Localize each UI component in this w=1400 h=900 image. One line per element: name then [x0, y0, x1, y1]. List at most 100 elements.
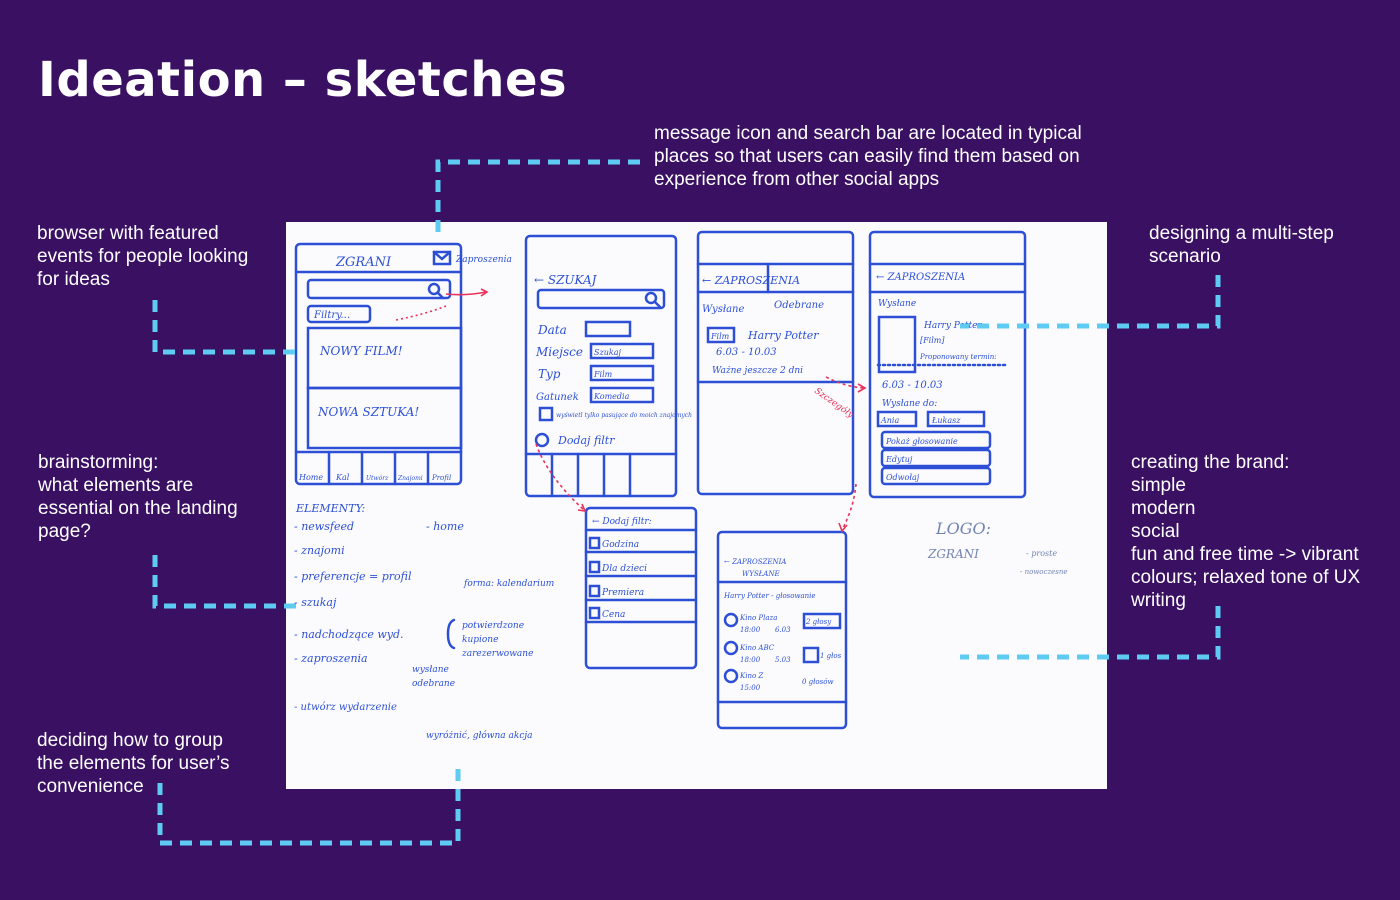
- sketch-s6-row0-time: 18:00: [740, 626, 761, 634]
- sketch-s5-opt-0: Godzina: [602, 540, 639, 550]
- sketch-s3-tab-0: Wysłane: [702, 304, 744, 315]
- connector-brand: [960, 606, 1221, 660]
- sketch-s5-opt-2: Premiera: [601, 588, 644, 598]
- sketch-s6-sub: WYSŁANE: [742, 570, 780, 578]
- sketch-screen-search: [524, 234, 678, 498]
- sketch-s6-row2-time: 15:00: [740, 684, 761, 692]
- sketch-s1-invites: Zaproszenia: [455, 255, 512, 265]
- sketch-element-note-0: - home: [426, 520, 464, 533]
- sketch-s1-nav-0: Home: [298, 473, 323, 482]
- sketch-element-note-6: odebrane: [412, 679, 455, 689]
- sketch-logo-note-0: - proste: [1026, 549, 1057, 558]
- sketch-element-note-7: wyróżnić, główna akcja: [426, 730, 533, 741]
- sketch-element-3: - szukaj: [294, 596, 337, 609]
- sketch-logo-label: LOGO:: [935, 519, 991, 538]
- sketch-s2-row-3: Gatunek: [536, 392, 579, 403]
- sketch-s3-tab-1: Odebrane: [774, 300, 824, 311]
- connector-browser: [152, 300, 295, 355]
- connector-brainstorming: [152, 555, 300, 609]
- sketch-logo-name: ZGRANI: [927, 547, 979, 561]
- sketch-s1-nav-3: Znajomi: [397, 475, 423, 482]
- sketch-element-0: - newsfeed: [294, 520, 354, 533]
- sketch-s6-row0-date: 6.03: [775, 626, 791, 634]
- sketch-s3-note: Ważne jeszcze 2 dni: [712, 366, 803, 376]
- connector-message-search: [435, 159, 640, 240]
- sketch-s1-nav-4: Profil: [431, 474, 451, 482]
- sketch-s2-val-3: Komedia: [593, 392, 630, 401]
- sketch-s1-nav-1: Kal: [335, 473, 350, 482]
- sketch-s4-proposed: Proponowany termin:: [919, 353, 997, 361]
- sketch-s6-row2-votes: 0 głosów: [802, 678, 833, 686]
- sketch-s4-person-0: Ania: [880, 416, 899, 425]
- note-multistep: designing a multi-step scenario: [1149, 223, 1334, 267]
- sketch-s1-card2: NOWA SZTUKA!: [317, 405, 419, 419]
- sketch-elements-title: ELEMENTY:: [295, 502, 365, 515]
- sketch-s4-person-1: Łukasz: [931, 416, 961, 425]
- sketch-element-5: - zaproszenia: [294, 652, 368, 665]
- sketch-s3-title: Harry Potter: [747, 329, 819, 342]
- sketch-s6-row2-place: Kino Z: [739, 672, 763, 680]
- sketch-s6-title: Harry Potter - głosowanie: [723, 592, 816, 600]
- sketch-s6-row0-votes: 2 głosy: [805, 618, 832, 626]
- sketch-screen-voting: [716, 530, 848, 730]
- sketch-s1-nav-2: Utwórz: [366, 475, 389, 482]
- sketch-s4-tag: [Film]: [920, 336, 945, 345]
- sketch-element-1: - znajomi: [294, 544, 345, 557]
- sketch-s3-header: ← ZAPROSZENIA: [702, 274, 800, 287]
- sketch-screen-invitation-details: [868, 230, 1027, 499]
- sketch-s3-tag: Film: [710, 332, 730, 341]
- sketch-s6-header: ← ZAPROSZENIA: [724, 558, 786, 566]
- sketch-element-note-4: zarezerwowane: [461, 649, 533, 659]
- sketch-s4-header: ← ZAPROSZENIA: [876, 272, 965, 283]
- sketch-s4-title: Harry Potter: [923, 321, 982, 331]
- sketch-s5-opt-1: Dla dzieci: [601, 564, 647, 574]
- sketch-element-note-5: wysłane: [412, 665, 449, 675]
- sketch-s6-row1-date: 5.03: [775, 656, 791, 664]
- sketch-screen-add-filter: [584, 506, 698, 670]
- sketch-element-4: - nadchodzące wyd.: [294, 628, 404, 641]
- sketch-s4-btn-2: Odwołaj: [886, 473, 920, 482]
- sketch-s6-row1-votes: 1 głos: [820, 652, 842, 660]
- note-message-search: message icon and search bar are located …: [654, 123, 1082, 190]
- sketch-s5-header: ← Dodaj filtr:: [592, 517, 652, 527]
- sketch-s4-sent-to: Wysłane do:: [882, 399, 937, 409]
- note-brainstorming: brainstorming: what elements are essenti…: [38, 452, 238, 542]
- sketch-s4-btn-0: Pokaż głosowanie: [885, 437, 958, 446]
- sketch-s3-dates: 6.03 - 10.03: [716, 347, 777, 358]
- sketch-element-6: - utwórz wydarzenie: [294, 702, 397, 713]
- sketch-element-note-1: forma: kalendarium: [463, 579, 554, 589]
- sketch-s5-opt-3: Cena: [602, 610, 625, 620]
- sketch-s4-tab: Wysłane: [878, 299, 916, 309]
- sketch-drawing: ZGRANI Zaproszenia Filtry... NOWY FILM! …: [294, 230, 1068, 741]
- sketch-s4-btn-1: Edytuj: [885, 455, 913, 464]
- sketch-s2-add-filter: Dodaj filtr: [557, 434, 615, 447]
- sketch-screen-invitations: [696, 230, 855, 496]
- note-grouping: deciding how to group the elements for u…: [37, 730, 230, 797]
- connector-grouping: [157, 765, 461, 846]
- sketch-s2-checkbox: wyświetl tylko pasujące do moich znajomy…: [556, 412, 692, 419]
- sketch-s4-dates: 6.03 - 10.03: [882, 380, 943, 391]
- note-brand: creating the brand: simple modern social…: [1131, 452, 1361, 611]
- sketch-s2-val-1: Szukaj: [594, 348, 621, 357]
- sketch-s1-brand: ZGRANI: [335, 255, 392, 270]
- sketch-logo-note-1: - nowoczesne: [1020, 568, 1068, 576]
- note-browser: browser with featured events for people …: [37, 223, 249, 290]
- sketch-s2-row-2: Typ: [538, 367, 561, 381]
- sketch-s6-row0-place: Kino Plaza: [739, 614, 777, 622]
- sketch-element-note-3: kupione: [462, 635, 498, 645]
- sketch-s2-val-2: Film: [593, 370, 613, 379]
- page-title: Ideation – sketches: [38, 52, 568, 108]
- sketch-photo: ZGRANI Zaproszenia Filtry... NOWY FILM! …: [286, 222, 1107, 789]
- sketch-element-note-2: potwierdzone: [462, 621, 524, 631]
- sketch-s1-card1: NOWY FILM!: [319, 344, 403, 358]
- sketch-s2-row-1: Miejsce: [535, 345, 583, 359]
- sketch-s6-row1-time: 18:00: [740, 656, 761, 664]
- sketch-s2-header: ← SZUKAJ: [534, 273, 598, 287]
- sketch-element-2: - preferencje = profil: [294, 570, 412, 583]
- sketch-s6-row1-place: Kino ABC: [739, 644, 775, 652]
- sketch-s1-filters: Filtry...: [313, 310, 350, 321]
- sketch-search-bar: [306, 278, 452, 300]
- sketch-s2-row-0: Data: [537, 323, 567, 337]
- connector-multistep: [960, 275, 1221, 329]
